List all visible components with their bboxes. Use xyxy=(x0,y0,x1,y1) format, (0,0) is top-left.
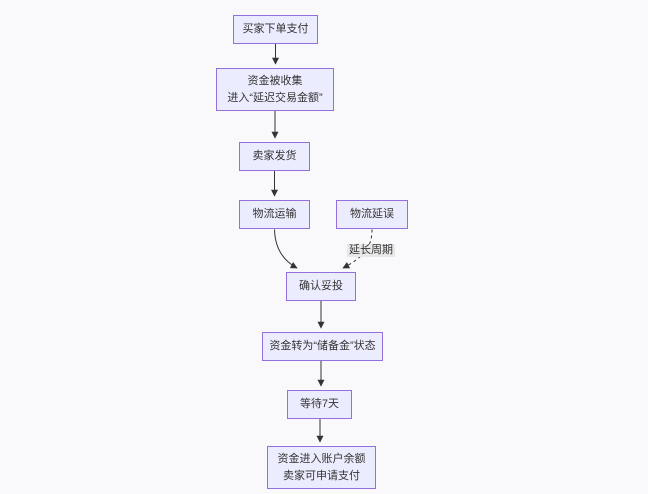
node-logistics-transport: 物流运输 xyxy=(239,200,310,229)
node-funds-collected: 资金被收集 进入“延迟交易金额” xyxy=(216,68,334,111)
edge-logistics-transport-to-confirm-delivery xyxy=(274,229,298,269)
node-logistics-delay: 物流延误 xyxy=(336,200,408,229)
node-seller-ship-label: 卖家发货 xyxy=(252,150,297,163)
node-logistics-transport-label: 物流运输 xyxy=(252,208,297,221)
node-seller-ship: 卖家发货 xyxy=(239,142,310,171)
node-funds-reserve-label: 资金转为“储备金”状态 xyxy=(269,340,376,353)
node-funds-collected-line1: 资金被收集 xyxy=(247,75,303,87)
node-funds-collected-line2: 进入“延迟交易金额” xyxy=(227,91,323,104)
node-funds-reserve: 资金转为“储备金”状态 xyxy=(262,332,383,361)
node-funds-balance-line2: 卖家可申请支付 xyxy=(283,469,360,482)
node-logistics-delay-label: 物流延误 xyxy=(350,208,394,221)
node-wait-7-days-label: 等待7天 xyxy=(299,398,340,411)
node-funds-balance-line1: 资金进入账户余额 xyxy=(277,453,366,465)
node-buyer-pay-label: 买家下单支付 xyxy=(242,23,309,36)
node-buyer-pay: 买家下单支付 xyxy=(233,15,318,44)
edge-label-extend-period: 延长周期 xyxy=(347,244,395,257)
node-confirm-delivery-label: 确认妥投 xyxy=(299,280,343,293)
node-funds-balance: 资金进入账户余额 卖家可申请支付 xyxy=(267,446,376,489)
node-wait-7-days: 等待7天 xyxy=(287,390,352,419)
node-confirm-delivery: 确认妥投 xyxy=(286,272,356,301)
